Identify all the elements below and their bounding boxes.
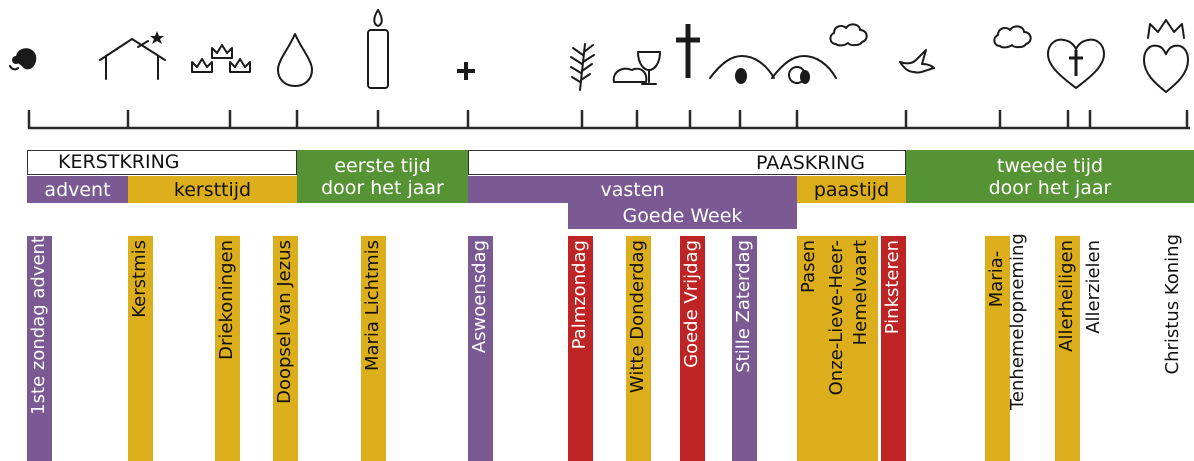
cloud-icon (993, 25, 1032, 49)
ordinary-time-1-band: eerste tijd door het jaar (297, 150, 468, 203)
eastertide-band: paastijd (797, 176, 906, 203)
feast-label-christ-the-king: Christus Koning (1162, 234, 1183, 375)
palm-branch-icon (570, 43, 595, 91)
cross-icon (676, 24, 700, 78)
feast-label-christmas: Kerstmis (129, 240, 150, 318)
feast-label-maundy-thursday: Witte Donderdag (627, 240, 648, 394)
baptism-bar (273, 236, 298, 461)
ordinary-time-1-line1: eerste tijd (334, 154, 431, 177)
bread-chalice-icon (612, 51, 661, 85)
feast-label-all-saints: Allerheiligen (1056, 240, 1077, 352)
christmas-cycle-band: KERSTKRING (27, 150, 297, 175)
heart-cross-icon (1047, 38, 1105, 89)
all-saints-bar (1055, 236, 1080, 461)
crowns-icon (191, 44, 251, 73)
heart-crown-icon (1143, 19, 1189, 93)
palm-sunday-bar (568, 236, 593, 461)
pentecost-bar (881, 236, 906, 461)
christmas-cycle-label: KERSTKRING (58, 151, 180, 173)
cross-small-icon (457, 62, 475, 80)
water-drop-icon (277, 33, 313, 87)
holy-saturday-bar (732, 236, 757, 461)
ordinary-time-2-line2: door het jaar (988, 176, 1112, 199)
easter-cycle-label: PAASKRING (755, 151, 865, 174)
lent-label: vasten (600, 178, 665, 201)
holy-week-label: Goede Week (622, 205, 743, 227)
feast-label-easter: Pasen (798, 240, 819, 293)
feast-label-assumption-line2: Tenhemelopneming (1007, 233, 1028, 410)
feast-label-palm-sunday: Palmzondag (569, 240, 590, 350)
candle-icon (367, 9, 389, 89)
eastertide-label: paastijd (813, 178, 890, 201)
ordinary-time-1-line2: door het jaar (321, 176, 444, 199)
christmastide-label: kersttijd (173, 178, 252, 201)
icon-row (9, 9, 1189, 93)
star-icon (137, 31, 164, 48)
feast-label-all-souls: Allerzielen (1083, 240, 1104, 334)
dove-icon (899, 49, 935, 74)
christmastide-band: kersttijd (128, 176, 297, 203)
feast-label-advent-sunday: 1ste zondag advent (28, 236, 49, 415)
feast-label-ascension-line2: Hemelvaart (850, 240, 871, 346)
cloud-icon (829, 23, 868, 47)
tomb-closed-icon (709, 55, 775, 84)
house-icon (99, 38, 166, 80)
ordinary-time-2-band: tweede tijd door het jaar (906, 150, 1194, 203)
maundy-thursday-bar (626, 236, 651, 461)
feast-label-pentecost: Pinksteren (882, 240, 903, 335)
ascension-bar (822, 236, 878, 461)
advent-sunday-bar (27, 236, 52, 461)
feast-label-ash-wednesday: Aswoensdag (469, 240, 490, 354)
ordinary-time-2-line1: tweede tijd (996, 154, 1104, 177)
assumption-bar (985, 236, 1010, 461)
epiphany-bar (215, 236, 240, 461)
easter-cycle-band: PAASKRING (468, 150, 906, 175)
tomb-open-icon (771, 55, 837, 84)
timeline-axis (27, 110, 1190, 130)
lent-band: vasten (468, 176, 797, 203)
advent-label: advent (44, 178, 111, 201)
feast-label-good-friday: Goede Vrijdag (681, 240, 702, 368)
feast-label-candlemas: Maria Lichtmis (362, 240, 383, 372)
fetus-icon (9, 48, 37, 71)
feast-label-baptism: Doopsel van Jezus (274, 240, 295, 404)
feast-label-assumption-line1: Maria- (986, 250, 1007, 308)
feast-label-ascension-line1: Onze-Lieve-Heer- (826, 240, 847, 396)
feast-label-epiphany: Driekoningen (216, 240, 237, 360)
good-friday-bar (680, 236, 705, 461)
feast-label-holy-saturday: Stille Zaterdag (733, 240, 754, 373)
christmas-bar (128, 236, 153, 461)
easter-bar (797, 236, 822, 461)
holy-week-band: Goede Week (568, 203, 797, 229)
candlemas-bar (361, 236, 386, 461)
ash-wednesday-bar (468, 236, 493, 461)
advent-band: advent (27, 176, 128, 203)
